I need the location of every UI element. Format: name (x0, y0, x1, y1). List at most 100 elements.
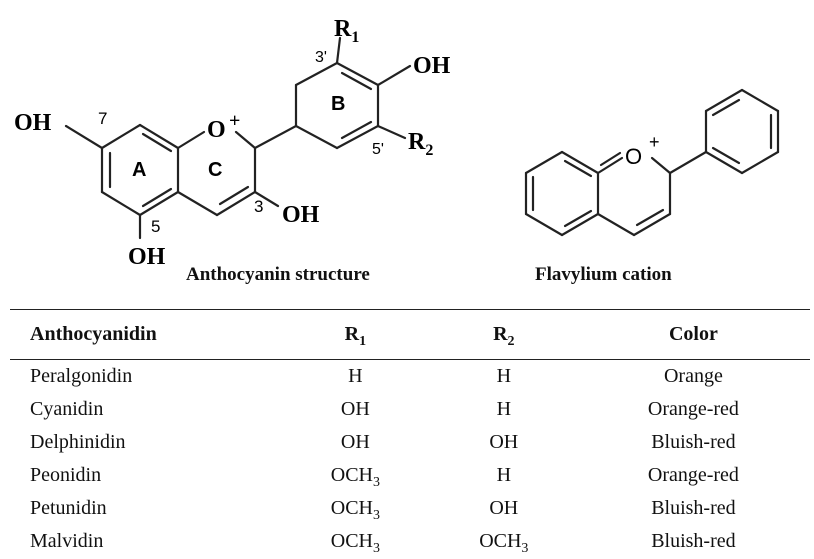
flavylium-structure: O + (524, 88, 780, 237)
bond (141, 132, 173, 153)
r1-label: R1 (334, 16, 359, 46)
ring-c-label: C (208, 159, 222, 181)
cell-r2: H (496, 365, 512, 387)
position-7-label: 7 (98, 109, 107, 128)
cell-r2: OCH3 (479, 530, 529, 556)
ring-b-label: B (331, 93, 345, 115)
bond (100, 190, 142, 217)
bond (524, 150, 564, 175)
bond (138, 190, 180, 217)
flavylium-caption: Flavylium cation (535, 264, 672, 285)
cell-r1: H (348, 365, 363, 387)
header-color: Color (668, 323, 718, 345)
anthocyanin-structure: OH 7 A C O + 5 OH 3 OH R1 3' B OH 5' R2 (14, 16, 451, 270)
cell-color: Orange-red (647, 398, 739, 420)
cell-anthocyanidin: Cyanidin (30, 398, 104, 420)
bond (704, 88, 744, 113)
cell-r2: H (496, 398, 512, 420)
position-5-prime-label: 5' (372, 141, 384, 158)
cell-anthocyanidin: Delphinidin (30, 431, 126, 453)
cell-r2: OH (489, 431, 519, 453)
bond (335, 36, 342, 65)
oh-label: OH (413, 53, 451, 79)
position-3-label: 3 (254, 197, 263, 216)
bond (376, 64, 412, 87)
anthocyanin-caption: Anthocyanin structure (186, 264, 370, 285)
bond (294, 124, 339, 150)
bond (711, 146, 741, 165)
table-header-row: Anthocyanidin R1 R2 Color (10, 309, 810, 360)
bond (650, 156, 672, 175)
structures-svg: OH 7 A C O + 5 OH 3 OH R1 3' B OH 5' R2 (14, 16, 780, 270)
position-5-label: 5 (151, 217, 160, 236)
bond (563, 209, 593, 228)
table-row: Petunidin OCH3 OH Bluish-red (10, 492, 810, 525)
cell-r1: OCH3 (330, 530, 380, 556)
table-row: Delphinidin OH OH Bluish-red (10, 426, 810, 459)
r2-label: R2 (408, 129, 433, 159)
bond (340, 120, 373, 140)
bond (218, 185, 250, 206)
bond (215, 190, 257, 217)
cell-anthocyanidin: Malvidin (30, 530, 104, 552)
cell-anthocyanidin: Peralgonidin (30, 365, 133, 387)
oh-label: OH (282, 202, 320, 228)
cell-color: Bluish-red (651, 497, 736, 519)
bond (234, 130, 257, 150)
bond (740, 88, 780, 113)
header-r1: R1 (344, 323, 367, 349)
table-row: Cyanidin OH H Orange-red (10, 393, 810, 426)
oxonium-charge: + (229, 110, 240, 132)
bond (668, 150, 708, 175)
bond (740, 150, 780, 175)
cell-anthocyanidin: Peonidin (30, 464, 102, 486)
cell-r1: OH (340, 398, 370, 420)
bond (560, 150, 600, 175)
bond (64, 124, 104, 150)
bond (294, 61, 339, 87)
table-row: Peralgonidin H H Orange (10, 360, 810, 394)
cell-r2: OH (489, 497, 519, 519)
cell-color: Bluish-red (651, 530, 736, 552)
oxonium-o-label: O (207, 117, 226, 143)
bond (335, 61, 380, 87)
bond (596, 156, 624, 175)
bond (596, 212, 636, 237)
bond (253, 190, 280, 208)
position-3-prime-label: 3' (315, 49, 327, 66)
anthocyanidin-table: Anthocyanidin R1 R2 Color Peralgonidin H… (10, 309, 810, 558)
cell-color: Bluish-red (651, 431, 736, 453)
bond (632, 212, 672, 237)
oxonium-o-label: O (625, 144, 642, 169)
bond (138, 123, 180, 150)
cell-r1: OCH3 (330, 464, 380, 490)
table-row: Peonidin OCH3 H Orange-red (10, 459, 810, 492)
ring-a-label: A (132, 159, 146, 181)
bond (176, 190, 219, 217)
bond (176, 130, 206, 150)
table-row: Malvidin OCH3 OCH3 Bluish-red (10, 525, 810, 558)
oh-label: OH (14, 110, 52, 136)
bond (253, 124, 298, 150)
bond (340, 71, 373, 91)
cell-color: Orange (663, 365, 723, 387)
bond (635, 208, 665, 227)
bond (141, 187, 173, 208)
cell-r1: OCH3 (330, 497, 380, 523)
oh-label: OH (128, 244, 166, 270)
oxonium-charge: + (649, 132, 660, 152)
cell-color: Orange-red (647, 464, 739, 486)
bond (524, 212, 564, 237)
bond (711, 98, 741, 117)
cell-anthocyanidin: Petunidin (30, 497, 107, 519)
bond (100, 123, 142, 150)
bond (704, 150, 744, 175)
cell-r2: H (496, 464, 512, 486)
bond (560, 212, 600, 237)
bond (376, 124, 407, 140)
bond (599, 151, 622, 167)
bond (335, 124, 380, 150)
header-r2: R2 (493, 323, 515, 349)
cell-r1: OH (340, 431, 370, 453)
